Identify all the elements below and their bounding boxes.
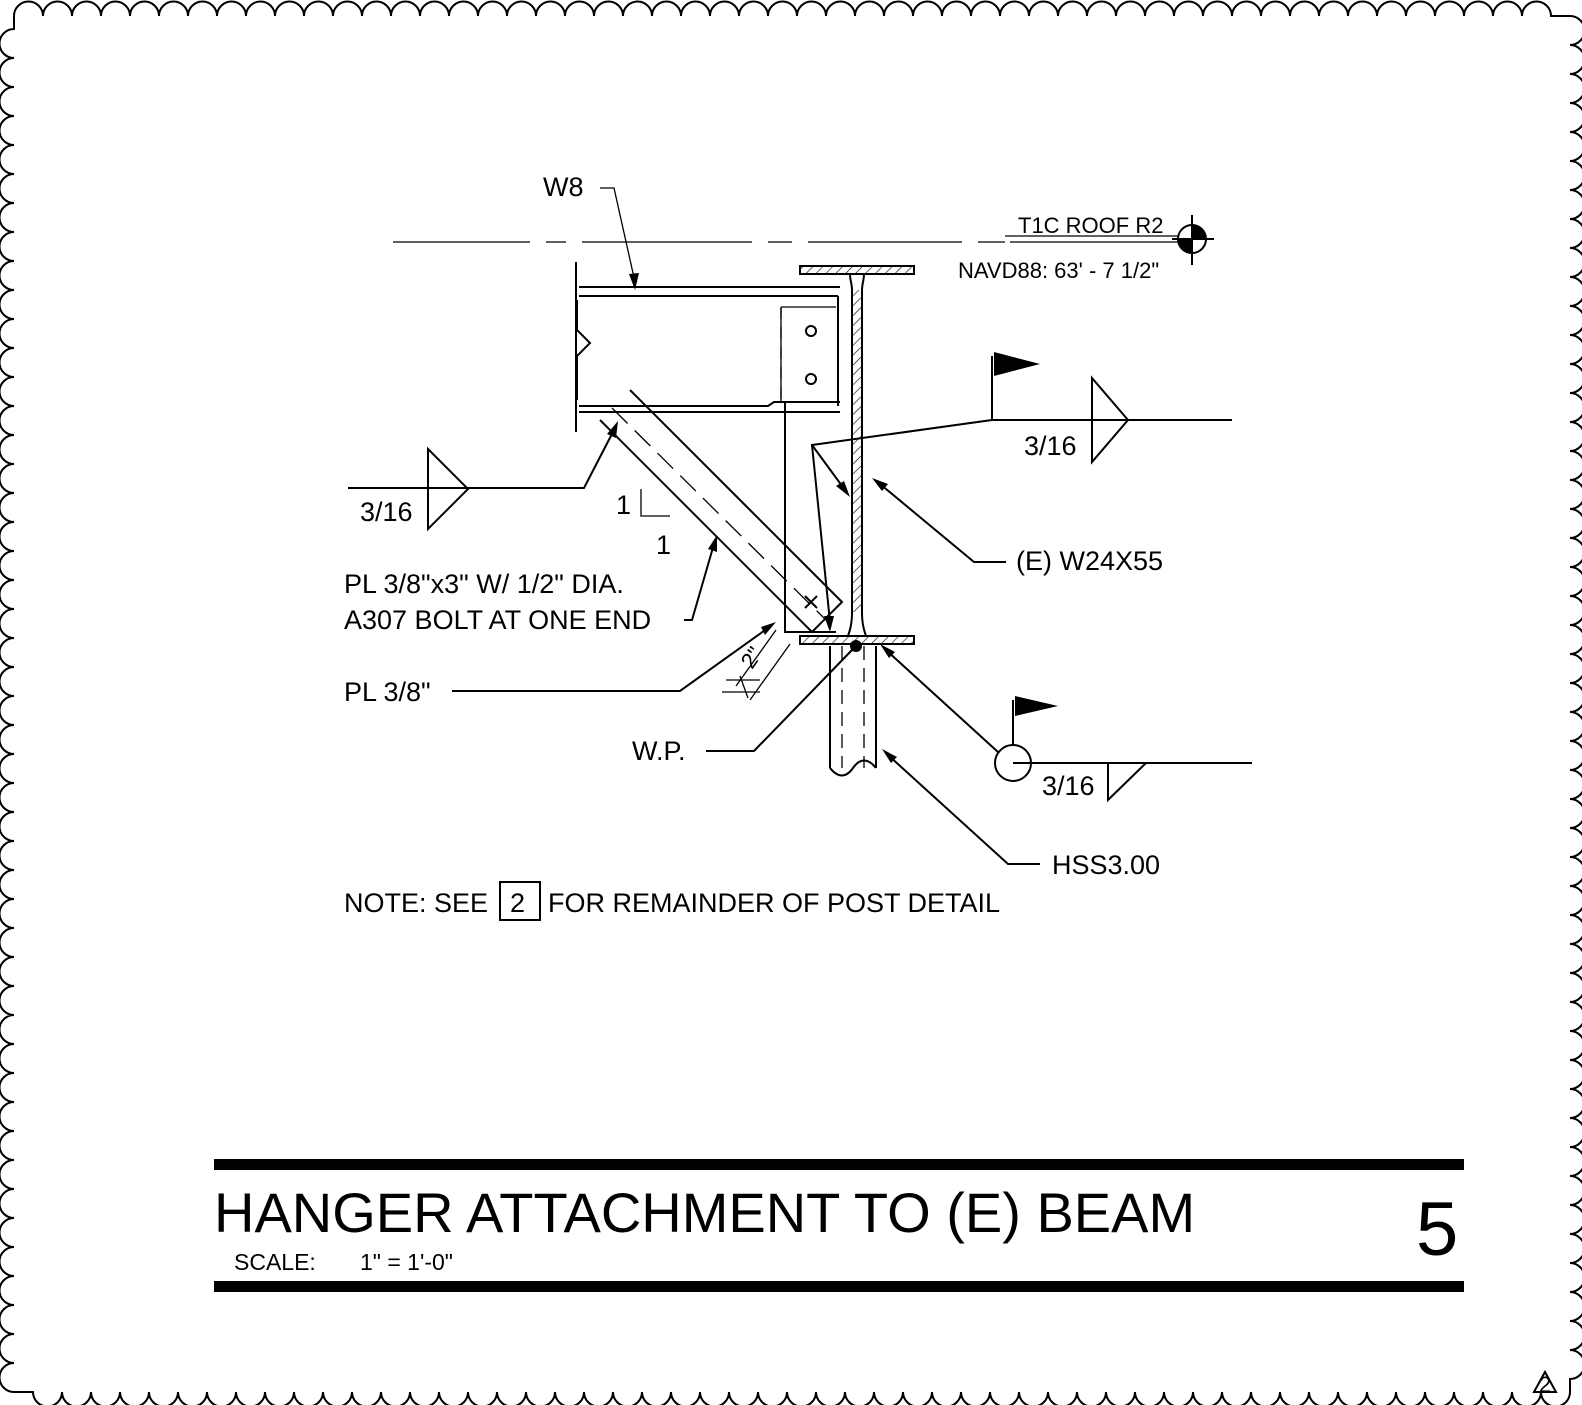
weld-callout-top (810, 352, 1232, 632)
slope-indicator (640, 489, 670, 517)
weld-size-top: 3/16 (1024, 431, 1077, 461)
work-point-label: W.P. (632, 736, 686, 766)
slope-run: 1 (656, 530, 671, 560)
work-point-icon (850, 640, 862, 652)
level-line (393, 235, 1180, 243)
weld-size-left: 3/16 (360, 497, 413, 527)
vertical-plate (784, 296, 839, 633)
level-name: T1C ROOF R2 (1018, 213, 1163, 238)
diagonal-brace-plate (599, 389, 844, 634)
w8-beam (575, 262, 840, 432)
slope-rise: 1 (616, 490, 631, 520)
weld-size-bottom: 3/16 (1042, 771, 1095, 801)
scale-label: SCALE: (234, 1249, 316, 1275)
brace-plate-label-line2: A307 BOLT AT ONE END (344, 605, 651, 635)
level-elevation: NAVD88: 63' - 7 1/2" (958, 258, 1159, 283)
existing-beam-label: (E) W24X55 (1016, 546, 1163, 576)
weld-callout-bottom (880, 644, 1252, 803)
note-prefix: NOTE: SEE (344, 888, 488, 918)
detail-number: 5 (1416, 1187, 1458, 1272)
plate-leader (452, 622, 791, 701)
existing-beam-leader (872, 478, 1006, 563)
note-suffix: FOR REMAINDER OF POST DETAIL (548, 888, 1000, 918)
plate-label: PL 3/8" (344, 677, 431, 707)
note-reference-box (499, 881, 541, 921)
hss-post (829, 646, 877, 777)
detail-title: HANGER ATTACHMENT TO (E) BEAM (214, 1181, 1195, 1244)
note-reference: 2 (510, 888, 525, 918)
w8-label: W8 (543, 172, 584, 202)
title-bar-bottom (214, 1281, 1464, 1292)
revision-triangle-icon (1532, 1369, 1558, 1393)
hss-label: HSS3.00 (1052, 850, 1160, 880)
title-bar-top (214, 1159, 1464, 1170)
brace-plate-label-line1: PL 3/8"x3" W/ 1/2" DIA. (344, 569, 624, 599)
work-point-leader (706, 649, 853, 752)
hss-leader (882, 749, 1040, 865)
level-datum-icon (1172, 215, 1214, 265)
revision-mark: 2 (1539, 1372, 1551, 1397)
brace-plate-leader (684, 535, 717, 621)
scale-value: 1" = 1'-0" (360, 1249, 453, 1275)
weld-callout-left (348, 421, 618, 532)
existing-beam-w24x55 (799, 265, 915, 645)
